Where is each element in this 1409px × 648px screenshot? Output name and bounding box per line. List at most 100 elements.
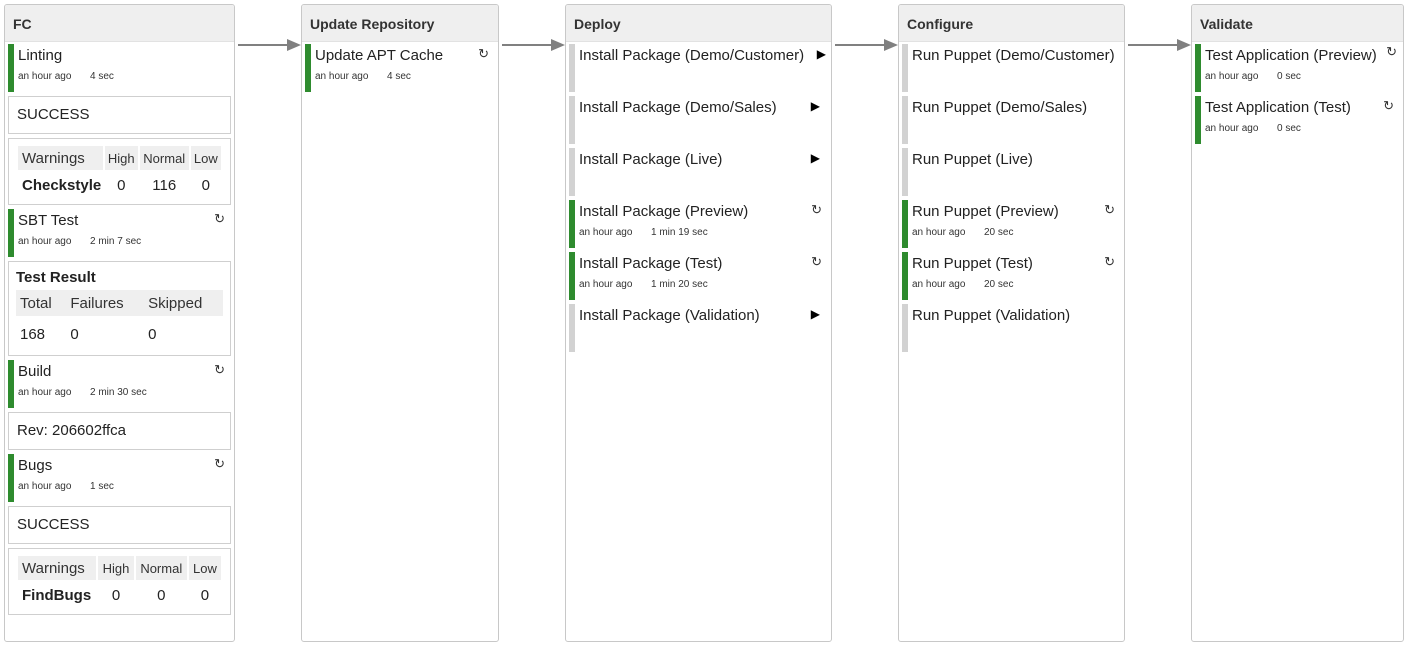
- stage-update-repository: Update Repository Update APT Cache ↻ an …: [301, 4, 499, 642]
- play-icon[interactable]: ▶: [816, 47, 826, 61]
- job-install-validation[interactable]: Install Package (Validation) ▶: [569, 304, 828, 352]
- low-header: Low: [188, 556, 221, 580]
- job-name[interactable]: Run Puppet (Preview): [912, 203, 1059, 220]
- arrow-configure-to-validate: [1128, 39, 1191, 51]
- warnings-box: Warnings High Normal Low FindBugs 0 0 0: [8, 548, 231, 615]
- warnings-box: Warnings High Normal Low Checkstyle 0 11…: [8, 138, 231, 205]
- job-duration: 1 min 19 sec: [651, 227, 708, 238]
- job-duration: 0 sec: [1277, 71, 1301, 82]
- refresh-icon[interactable]: ↻: [478, 46, 489, 61]
- low-count: 0: [200, 587, 210, 604]
- job-test-app-test[interactable]: Test Application (Test) ↻ an hour ago 0 s…: [1195, 96, 1400, 144]
- low-header: Low: [190, 146, 221, 170]
- play-icon[interactable]: ▶: [810, 151, 820, 165]
- job-name[interactable]: Install Package (Demo/Sales): [579, 99, 777, 116]
- job-time: an hour ago: [18, 236, 72, 247]
- test-result-box: Test Result Total Failures Skipped 168 0…: [8, 261, 231, 356]
- revision-box: Rev: 206602ffca: [8, 412, 231, 450]
- job-name[interactable]: Run Puppet (Demo/Customer): [912, 47, 1115, 64]
- job-name[interactable]: Install Package (Live): [579, 151, 723, 168]
- job-update-apt-cache[interactable]: Update APT Cache ↻ an hour ago 4 sec: [305, 44, 495, 92]
- status-box: SUCCESS: [8, 96, 231, 134]
- job-puppet-live[interactable]: Run Puppet (Live): [902, 148, 1121, 196]
- stage-title: Update Repository: [302, 5, 498, 42]
- job-name[interactable]: Run Puppet (Validation): [912, 307, 1071, 324]
- warnings-table: Warnings High Normal Low Checkstyle 0 11…: [16, 144, 223, 200]
- job-name[interactable]: Run Puppet (Live): [912, 151, 1033, 168]
- stage-title: Validate: [1192, 5, 1403, 42]
- job-duration: 4 sec: [90, 71, 114, 82]
- stage-fc: FC Linting an hour ago 4 sec SUCCESS Warn…: [4, 4, 235, 642]
- job-time: an hour ago: [1205, 123, 1259, 134]
- normal-count: 0: [157, 587, 166, 604]
- job-puppet-demo-customer[interactable]: Run Puppet (Demo/Customer): [902, 44, 1121, 92]
- failures-header: Failures: [66, 290, 145, 316]
- tool-name[interactable]: Checkstyle: [22, 177, 102, 194]
- refresh-icon[interactable]: ↻: [214, 362, 225, 377]
- job-duration: 4 sec: [387, 71, 411, 82]
- job-install-demo-sales[interactable]: Install Package (Demo/Sales) ▶: [569, 96, 828, 144]
- warnings-header: Warnings: [18, 146, 103, 170]
- refresh-icon[interactable]: ↻: [811, 254, 822, 269]
- refresh-icon[interactable]: ↻: [1104, 254, 1115, 269]
- job-name[interactable]: Build: [18, 363, 52, 380]
- job-test-app-preview[interactable]: Test Application (Preview) ↻ an hour ago…: [1195, 44, 1400, 92]
- job-name[interactable]: SBT Test: [18, 212, 79, 229]
- high-count: 0: [117, 177, 126, 194]
- high-count: 0: [111, 587, 121, 604]
- refresh-icon[interactable]: ↻: [1104, 202, 1115, 217]
- warnings-header: Warnings: [18, 556, 97, 580]
- job-linting[interactable]: Linting an hour ago 4 sec: [8, 44, 231, 92]
- job-name[interactable]: Test Application (Preview): [1205, 47, 1377, 64]
- stage-title: FC: [5, 5, 234, 42]
- job-name[interactable]: Install Package (Test): [579, 255, 723, 272]
- job-name[interactable]: Linting: [18, 47, 63, 64]
- job-name[interactable]: Install Package (Demo/Customer): [579, 47, 805, 64]
- job-time: an hour ago: [18, 387, 72, 398]
- job-name[interactable]: Install Package (Validation): [579, 307, 760, 324]
- play-icon[interactable]: ▶: [810, 99, 820, 113]
- job-time: an hour ago: [579, 279, 633, 290]
- job-name[interactable]: Run Puppet (Test): [912, 255, 1033, 272]
- job-name[interactable]: Run Puppet (Demo/Sales): [912, 99, 1088, 116]
- refresh-icon[interactable]: ↻: [811, 202, 822, 217]
- job-time: an hour ago: [18, 481, 72, 492]
- high-header: High: [104, 146, 138, 170]
- job-puppet-demo-sales[interactable]: Run Puppet (Demo/Sales): [902, 96, 1121, 144]
- job-time: an hour ago: [18, 71, 72, 82]
- refresh-icon[interactable]: ↻: [1386, 44, 1397, 59]
- arrow-update-to-deploy: [502, 39, 565, 51]
- refresh-icon[interactable]: ↻: [214, 456, 225, 471]
- job-install-demo-customer[interactable]: Install Package (Demo/Customer) ▶: [569, 44, 828, 92]
- stage-title: Configure: [899, 5, 1124, 42]
- normal-header: Normal: [139, 146, 189, 170]
- job-duration: 20 sec: [984, 279, 1014, 290]
- total-count: 168: [20, 326, 46, 343]
- total-header: Total: [16, 290, 67, 316]
- job-time: an hour ago: [315, 71, 369, 82]
- job-name[interactable]: Test Application (Test): [1205, 99, 1351, 116]
- failures-count: 0: [70, 326, 79, 343]
- test-result-title[interactable]: Test Result: [16, 269, 96, 286]
- refresh-icon[interactable]: ↻: [214, 211, 225, 226]
- refresh-icon[interactable]: ↻: [1383, 98, 1394, 113]
- job-install-test[interactable]: Install Package (Test) ↻ an hour ago 1 mi…: [569, 252, 828, 300]
- job-puppet-validation[interactable]: Run Puppet (Validation): [902, 304, 1121, 352]
- job-name[interactable]: Bugs: [18, 457, 53, 474]
- stage-title: Deploy: [566, 5, 831, 42]
- tool-name[interactable]: FindBugs: [22, 587, 92, 604]
- arrow-fc-to-update: [238, 39, 301, 51]
- job-duration: 0 sec: [1277, 123, 1301, 134]
- job-duration: 1 min 20 sec: [651, 279, 708, 290]
- job-name[interactable]: Install Package (Preview): [579, 203, 749, 220]
- low-count: 0: [201, 177, 210, 194]
- job-name[interactable]: Update APT Cache: [315, 47, 444, 64]
- play-icon[interactable]: ▶: [810, 307, 820, 321]
- job-install-live[interactable]: Install Package (Live) ▶: [569, 148, 828, 196]
